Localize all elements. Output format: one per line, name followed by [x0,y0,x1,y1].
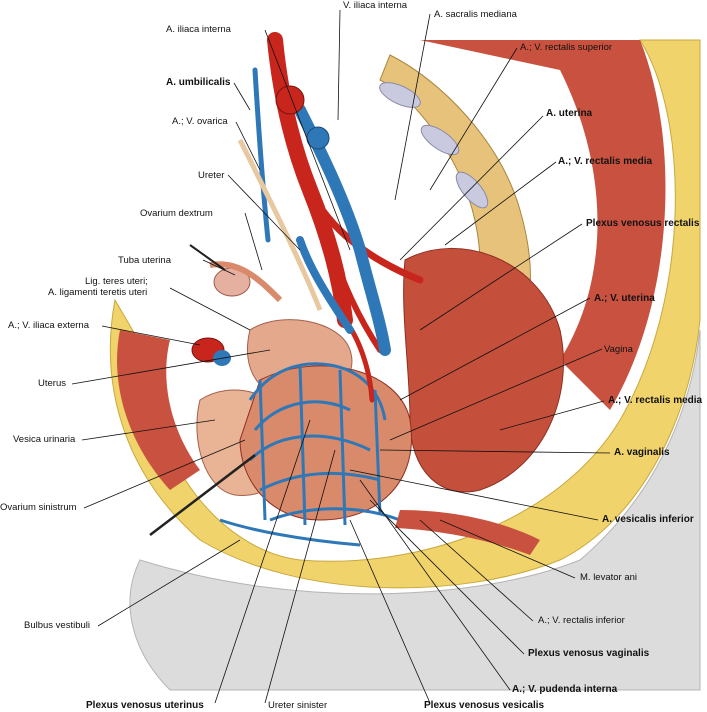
vein-cross-section [306,126,330,150]
label-plexus-venosus-vaginalis: Plexus venosus vaginalis [528,648,650,659]
label-plexus-venosus-vesicalis: Plexus venosus vesicalis [424,700,545,711]
body-silhouette [129,329,701,691]
label-tuba-uterina: Tuba uterina [118,255,171,266]
probe-lower [149,454,256,536]
label-a-v-ovarica: A.; V. ovarica [172,116,228,127]
label-a-uterina: A. uterina [546,108,593,119]
label-m-levator-ani: M. levator ani [580,572,638,583]
label-a-v-rectalis-superior: A.; V. rectalis superior [520,42,613,53]
label-a-umbilicalis: A. umbilicalis [166,77,231,88]
label-v-iliaca-interna: V. iliaca interna [343,0,408,11]
vessel-cross-section [275,85,305,115]
sacral-muscle [420,40,666,410]
label-ureter-sinister: Ureter sinister [268,700,328,711]
label-ovarium-dextrum: Ovarium dextrum [140,208,213,219]
label-a-vaginalis: A. vaginalis [614,447,670,458]
label-bulbus-vestibuli: Bulbus vestibuli [24,620,91,631]
pelvic-wall-muscle [117,330,200,490]
label-a-v-rectalis-media-top: A.; V. rectalis media [558,156,653,167]
fat-layer [109,39,701,589]
label-a-iliaca-interna: A. iliaca interna [166,24,231,35]
label-lig-teres-1: Lig. teres uteri; [85,276,148,287]
label-a-sacralis-mediana: A. sacralis mediana [434,9,517,20]
vertebral-discs [379,82,489,209]
rectum [403,247,564,493]
label-a-v-pudenda-interna: A.; V. pudenda interna [512,684,618,695]
levator-ani [395,510,540,555]
label-a-v-iliaca-externa: A.; V. iliaca externa [8,320,89,331]
ureter-line [237,138,323,311]
vaginal-region [239,365,412,521]
label-vesica-urinaria: Vesica urinaria [13,434,76,445]
venous-plexus [219,362,401,547]
uterine-tube [209,261,283,303]
label-ovarium-sinistrum: Ovarium sinistrum [0,502,77,513]
label-uterus: Uterus [38,378,66,389]
label-lig-teres-2: A. ligamenti teretis uteri [48,287,148,298]
label-plexus-venosus-uterinus: Plexus venosus uterinus [86,700,204,711]
probe-upper [189,244,226,271]
label-a-vesicalis-inferior: A. vesicalis inferior [602,514,694,525]
label-ureter: Ureter [198,170,225,181]
label-vagina: Vagina [604,344,633,355]
leader-lines [71,9,611,704]
label-a-v-rectalis-inferior: A.; V. rectalis inferior [538,615,625,626]
label-a-v-rectalis-media-right: A.; V. rectalis media [608,395,703,406]
label-a-v-uterina: A.; V. uterina [594,293,655,304]
label-plexus-venosus-rectalis: Plexus venosus rectalis [586,218,700,229]
